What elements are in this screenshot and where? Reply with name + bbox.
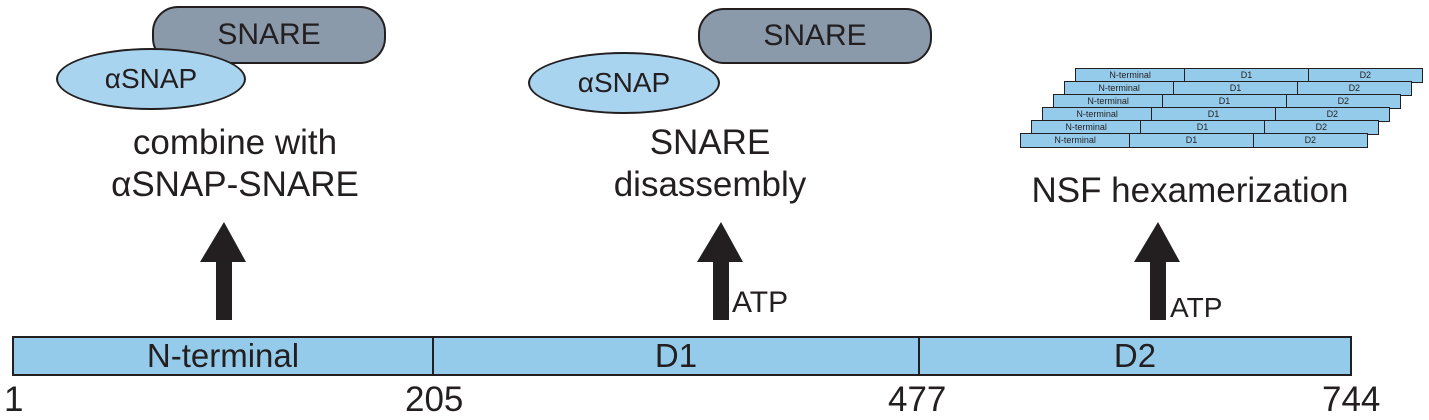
caption-combine-line-1: combine with <box>132 123 338 162</box>
tick-label-205: 205 <box>405 380 464 419</box>
hexamer-segment: D1 <box>1174 82 1298 95</box>
domain-n-terminal: N-terminal <box>14 337 434 374</box>
hexamer-segment: D1 <box>1130 134 1254 147</box>
domain-n-terminal-label: N-terminal <box>146 337 300 374</box>
hexamer-segment: D1 <box>1141 121 1265 134</box>
caption-combine: combine with αSNAP-SNARE <box>60 122 410 206</box>
asnap-label-2: αSNAP <box>577 67 671 98</box>
hexamer-segment: N-terminal <box>1032 121 1142 134</box>
asnap-protein-1: αSNAP <box>56 48 246 110</box>
hexamer-segment: D2 <box>1337 96 1350 106</box>
domain-d1: D1 <box>434 337 920 374</box>
hexamer-segment: D2 <box>1348 83 1361 93</box>
caption-hexamerization-line-1: NSF hexamerization <box>1031 171 1349 210</box>
hexamer-segment: N-terminal <box>1076 69 1186 82</box>
hexamer-segment: D2 <box>1304 135 1317 145</box>
arrow-up-icon-2 <box>697 222 743 320</box>
caption-disassembly: SNARE disassembly <box>560 122 860 206</box>
hexamer-segment: D1 <box>1185 69 1309 82</box>
asnap-protein-2: αSNAP <box>528 52 720 114</box>
hexamer-segment: D1 <box>1152 108 1276 121</box>
domain-d1-label: D1 <box>654 337 698 374</box>
hexamer-segment: D2 <box>1359 70 1372 80</box>
snare-complex-2: SNARE <box>698 8 932 64</box>
hexamer-segment: N-terminal <box>1021 134 1131 147</box>
domain-d2: D2 <box>920 337 1350 374</box>
caption-disassembly-line-1: SNARE <box>649 123 771 162</box>
tick-label-477: 477 <box>888 380 947 419</box>
caption-disassembly-line-2: disassembly <box>613 165 807 204</box>
tick-label-1: 1 <box>4 380 24 419</box>
snare-label-2: SNARE <box>763 19 867 52</box>
hexamer-segment: N-terminal <box>1054 95 1164 108</box>
arrow-up-icon-1 <box>200 222 246 320</box>
asnap-label-1: αSNAP <box>104 63 198 94</box>
hexamer-segment: D2 <box>1326 109 1339 119</box>
hexamer-segment: N-terminal <box>1043 108 1153 121</box>
hexamer-segment: D2 <box>1315 122 1328 132</box>
atp-label-3: ATP <box>1170 292 1223 323</box>
arrow-up-icon-3 <box>1134 222 1180 320</box>
tick-label-744: 744 <box>1322 380 1381 419</box>
atp-label-2: ATP <box>732 286 789 319</box>
domain-d2-label: D2 <box>1113 337 1157 374</box>
caption-combine-line-2: αSNAP-SNARE <box>111 165 359 204</box>
caption-hexamerization: NSF hexamerization <box>1000 170 1380 212</box>
snare-label-1: SNARE <box>217 18 321 51</box>
nsf-domain-bar: N-terminal D1 D2 <box>12 336 1352 376</box>
hexamer-segment: D1 <box>1163 95 1287 108</box>
hexamer-segment: N-terminal <box>1065 82 1175 95</box>
